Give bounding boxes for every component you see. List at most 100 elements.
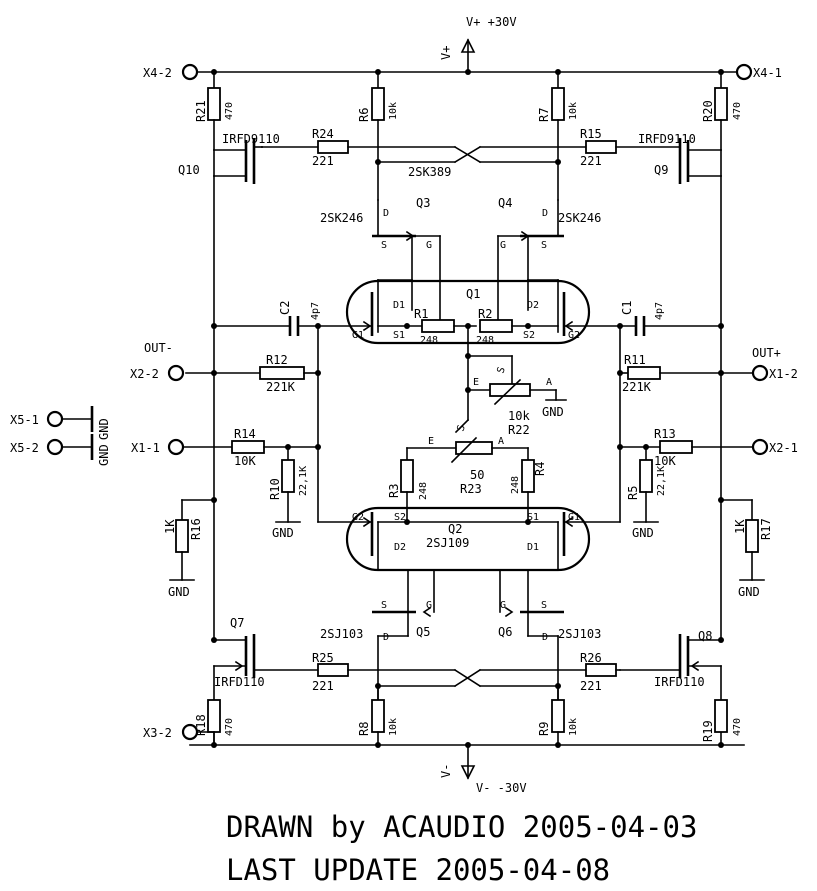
svg-text:R2: R2 [478,307,492,321]
negative-supply-label: V- -30V [476,781,527,795]
drawn-by-text: DRAWN by ACAUDIO 2005-04-03 [226,810,697,844]
svg-text:221K: 221K [622,380,652,394]
terminal-x1-2[interactable]: X1-2 OUT+ [751,346,798,382]
svg-text:10k: 10k [508,409,530,423]
svg-text:G2: G2 [568,330,580,341]
svg-text:1K: 1K [733,519,747,534]
resistor-r18: R18 470 [194,699,235,736]
svg-text:10k: 10k [388,718,399,736]
svg-text:A: A [546,377,552,388]
svg-text:10k: 10k [388,102,399,120]
svg-text:E: E [473,377,479,388]
svg-text:R16: R16 [189,518,203,540]
svg-text:Q4: Q4 [498,196,512,210]
svg-text:S1: S1 [527,512,539,523]
capacitor-c1: C1 4p7 [563,301,722,336]
resistor-r14: R14 10K [183,427,319,468]
svg-text:R4: R4 [533,462,547,476]
svg-text:D1: D1 [527,542,539,553]
svg-text:S1: S1 [393,330,405,341]
terminal-x4-2[interactable]: X4-2 [143,63,199,81]
resistor-r9: R9 10k [537,685,579,746]
svg-text:248: 248 [476,335,494,346]
svg-text:221: 221 [580,679,602,693]
svg-text:Q5: Q5 [416,625,430,639]
svg-text:22,1K: 22,1K [298,466,309,496]
svg-text:470: 470 [224,718,235,736]
svg-text:470: 470 [732,718,743,736]
svg-text:D: D [383,208,389,219]
svg-text:IRFD110: IRFD110 [214,675,265,689]
svg-text:S2: S2 [394,512,406,523]
svg-text:D: D [542,632,548,643]
svg-text:S: S [541,600,547,611]
svg-text:R11: R11 [624,353,646,367]
svg-text:Q8: Q8 [698,629,712,643]
svg-text:A: A [498,436,504,447]
svg-text:4p7: 4p7 [654,302,665,320]
svg-text:R19: R19 [701,720,715,742]
svg-text:221: 221 [312,679,334,693]
svg-text:Q6: Q6 [498,625,512,639]
resistor-r21: R21 470 [194,71,235,151]
svg-text:R15: R15 [580,127,602,141]
svg-text:Q10: Q10 [178,163,200,177]
q1-type-label: 2SK389 [408,165,451,179]
svg-text:G2: G2 [352,512,364,523]
svg-text:X1-2: X1-2 [769,367,798,381]
svg-text:S: S [495,366,507,375]
svg-text:2SJ103: 2SJ103 [558,627,601,641]
svg-text:X2-1: X2-1 [769,441,798,455]
transistor-q1: Q1 D1 D2 S1 S2 G1 G2 [345,279,591,345]
svg-text:S: S [455,424,467,433]
transistor-q3: 2SK246 Q3 D S G [320,196,441,327]
resistor-r1: R1 248 [377,307,477,346]
resistor-r6: R6 10k [357,71,399,201]
transistor-q5: S G D 2SJ103 Q5 [320,600,432,701]
svg-text:D2: D2 [394,542,406,553]
terminal-x5-1[interactable]: X5-1 GND [10,406,111,440]
svg-text:2SJ103: 2SJ103 [320,627,363,641]
svg-text:IRFD9110: IRFD9110 [222,132,280,146]
svg-text:10k: 10k [568,718,579,736]
terminal-x3-2[interactable]: X3-2 [143,723,199,741]
svg-text:GND: GND [97,418,111,440]
supply-arrow-icon [460,765,476,780]
svg-text:GND: GND [97,444,111,466]
terminal-x5-2[interactable]: X5-2 GND [10,434,111,466]
terminal-x4-1[interactable]: X4-1 [735,63,782,81]
transistor-q10: IRFD9110 Q10 [178,132,280,327]
terminal-x2-1[interactable]: X2-1 [751,438,798,456]
svg-text:221: 221 [312,154,334,168]
svg-text:2SJ109: 2SJ109 [426,536,469,550]
svg-text:470: 470 [224,102,235,120]
transistor-q8: Q8 IRFD110 [619,629,722,746]
svg-text:G: G [500,600,506,611]
resistor-r10: R10 22,1K GND [268,446,309,540]
negative-rail-name: V- [439,764,453,778]
terminal-x2-2[interactable]: X2-2 OUT- [130,341,185,382]
svg-text:D: D [383,632,389,643]
out-neg-label: OUT- [144,341,173,355]
terminal-x1-1[interactable]: X1-1 [131,438,185,456]
transistor-q4: 2SK246 Q4 D S G [497,196,601,327]
svg-text:X4-2: X4-2 [143,66,172,80]
svg-text:10K: 10K [234,454,256,468]
out-pos-label: OUT+ [752,346,781,360]
svg-text:2SK246: 2SK246 [558,211,601,225]
resistor-r11: R11 221K [619,353,753,394]
svg-text:IRFD110: IRFD110 [654,675,705,689]
svg-text:50: 50 [470,468,484,482]
svg-text:GND: GND [272,526,294,540]
svg-text:X5-1: X5-1 [10,413,39,427]
svg-text:X2-2: X2-2 [130,367,159,381]
svg-text:10K: 10K [654,454,676,468]
capacitor-c2: C2 4p7 [213,301,373,336]
svg-text:X4-1: X4-1 [753,66,782,80]
svg-text:R8: R8 [357,722,371,736]
svg-text:S: S [541,240,547,251]
resistor-r3: R3 248 [387,447,429,523]
svg-text:R13: R13 [654,427,676,441]
